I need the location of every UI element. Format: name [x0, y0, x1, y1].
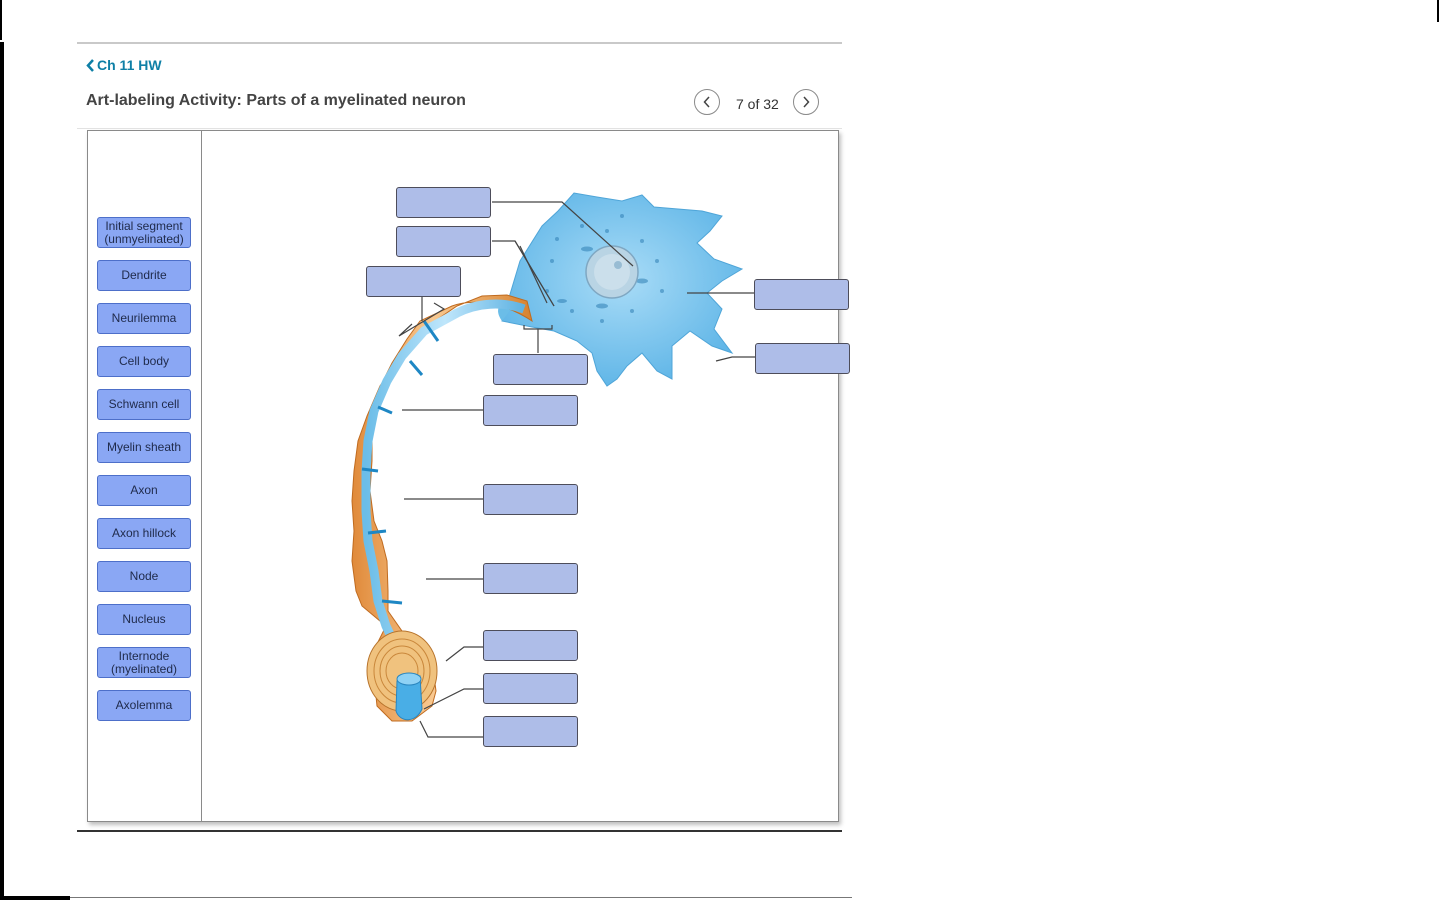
page-count: 7 of 32 [736, 96, 779, 112]
label-chip[interactable]: Axolemma [97, 690, 191, 721]
back-link-label: Ch 11 HW [97, 57, 162, 73]
bottom-rule [77, 830, 842, 832]
neuron-diagram [202, 131, 838, 821]
label-chip[interactable]: Nucleus [97, 604, 191, 635]
drop-target[interactable] [483, 630, 578, 661]
drop-target[interactable] [483, 563, 578, 594]
label-chip[interactable]: Dendrite [97, 260, 191, 291]
window-edge [0, 42, 4, 900]
drop-target[interactable] [755, 343, 850, 374]
header-divider [77, 128, 842, 129]
back-link[interactable]: Ch 11 HW [86, 57, 162, 73]
label-chip[interactable]: Axon [97, 475, 191, 506]
edge-mark [0, 112, 4, 118]
chevron-left-icon [86, 59, 95, 72]
bottom-divider [0, 897, 852, 898]
top-divider [77, 42, 842, 44]
label-bank: Initial segment (unmyelinated) Dendrite … [88, 131, 202, 821]
nucleus-shape [586, 246, 638, 298]
drop-target[interactable] [366, 266, 461, 297]
previous-button[interactable] [694, 89, 720, 115]
edge-mark [0, 784, 4, 790]
label-chip[interactable]: Myelin sheath [97, 432, 191, 463]
edge-mark [0, 628, 4, 634]
drop-target[interactable] [754, 279, 849, 310]
drop-target[interactable] [483, 395, 578, 426]
chevron-left-icon [702, 96, 712, 108]
label-chip[interactable]: Neurilemma [97, 303, 191, 334]
drop-target[interactable] [483, 673, 578, 704]
drop-target[interactable] [396, 226, 491, 257]
bottom-divider [0, 896, 70, 900]
drop-target[interactable] [483, 484, 578, 515]
label-chip[interactable]: Schwann cell [97, 389, 191, 420]
label-chip[interactable]: Initial segment (unmyelinated) [97, 217, 191, 248]
edge-mark [0, 278, 4, 284]
window-edge [0, 0, 2, 40]
drop-target[interactable] [493, 354, 588, 385]
edge-mark [0, 548, 4, 554]
page-title: Art-labeling Activity: Parts of a myelin… [86, 92, 466, 110]
drop-target[interactable] [483, 716, 578, 747]
label-chip[interactable]: Cell body [97, 346, 191, 377]
drop-target[interactable] [396, 187, 491, 218]
edge-mark [0, 688, 4, 694]
labeling-activity: Initial segment (unmyelinated) Dendrite … [87, 130, 839, 822]
label-chip[interactable]: Axon hillock [97, 518, 191, 549]
chevron-right-icon [801, 96, 811, 108]
edge-mark [0, 148, 4, 154]
next-button[interactable] [793, 89, 819, 115]
window-edge [1437, 0, 1439, 22]
edge-mark [0, 352, 4, 358]
label-chip[interactable]: Node [97, 561, 191, 592]
label-chip[interactable]: Internode (myelinated) [97, 647, 191, 678]
